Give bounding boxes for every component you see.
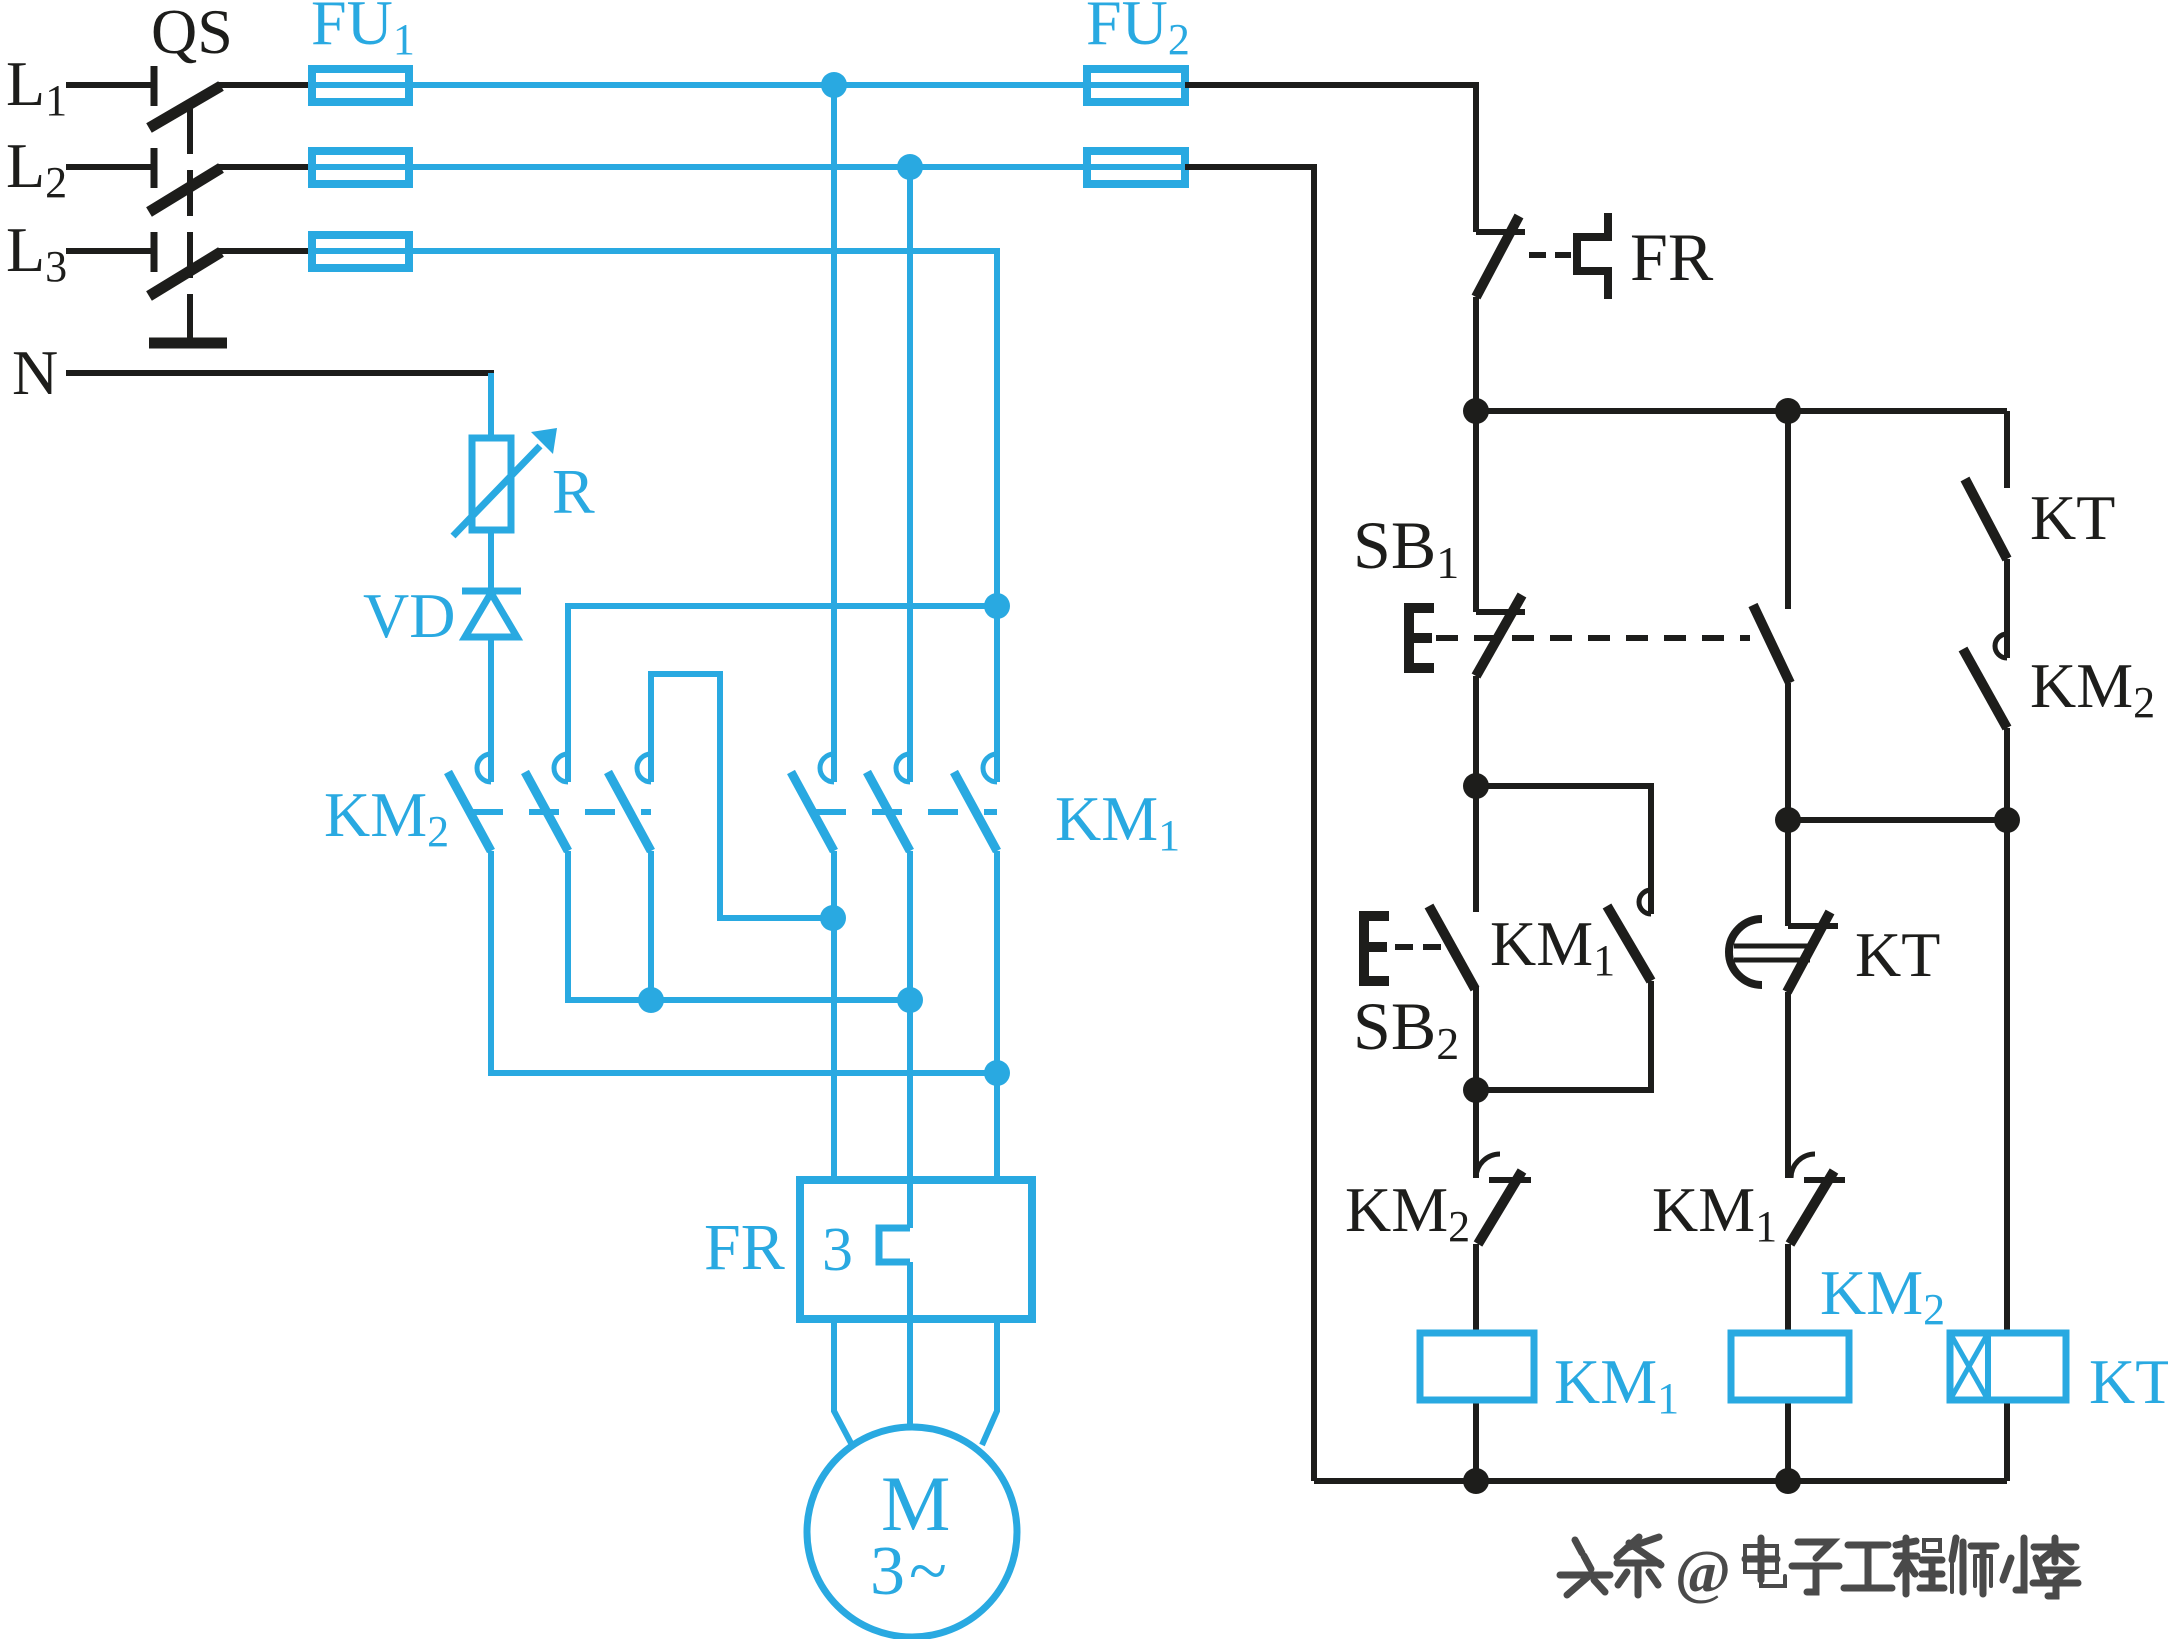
svg-text:R: R [552,456,595,527]
svg-text:VD: VD [363,580,455,651]
svg-text:3~: 3~ [870,1533,947,1610]
svg-text:KT: KT [2089,1346,2168,1417]
svg-text:M: M [881,1460,950,1547]
svg-text:KT: KT [1855,919,1940,990]
svg-text:KM1: KM1 [1490,908,1615,985]
svg-text:N: N [12,337,58,408]
svg-text:QS: QS [151,0,233,67]
svg-text:FR: FR [1630,219,1714,295]
svg-text:@: @ [1675,1539,1731,1605]
svg-text:KM2: KM2 [324,779,449,856]
svg-text:FR: FR [704,1211,785,1284]
svg-text:KT: KT [2030,482,2115,553]
svg-text:FU2: FU2 [1086,0,1190,64]
svg-text:3: 3 [822,1216,853,1284]
